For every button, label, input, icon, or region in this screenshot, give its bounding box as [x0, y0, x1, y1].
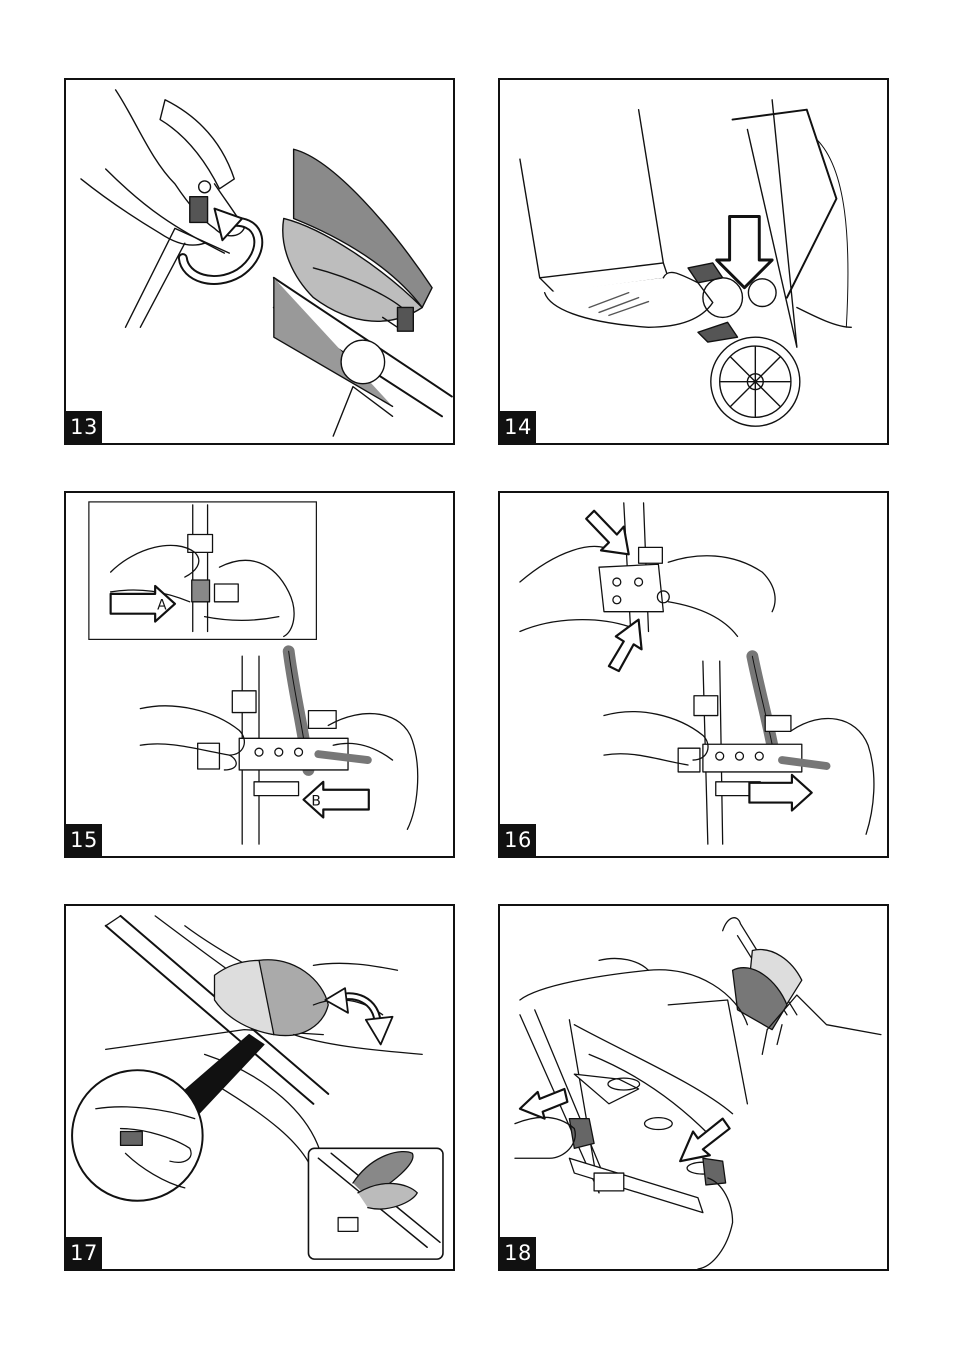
figure-number: 16 [500, 824, 536, 856]
figure-number: 15 [66, 824, 102, 856]
figure-16: 16 [498, 491, 889, 858]
figure-15-illustration: A B [66, 493, 453, 856]
inset-frame [89, 502, 316, 639]
figure-number: 14 [500, 411, 536, 443]
figure-14: 14 [498, 78, 889, 445]
figure-number: 18 [500, 1237, 536, 1269]
figure-13-illustration [66, 80, 453, 443]
figure-18-illustration [500, 906, 887, 1269]
callout-b: B [311, 794, 321, 810]
figure-18: 18 [498, 904, 889, 1271]
figure-number: 13 [66, 411, 102, 443]
callout-a: A [157, 598, 167, 614]
figure-15: A B 15 [64, 491, 455, 858]
figure-16-illustration [500, 493, 887, 856]
figure-17-illustration [66, 906, 453, 1269]
figure-number: 17 [66, 1237, 102, 1269]
figure-13: 13 [64, 78, 455, 445]
figure-17: 17 [64, 904, 455, 1271]
figure-14-illustration [500, 80, 887, 443]
